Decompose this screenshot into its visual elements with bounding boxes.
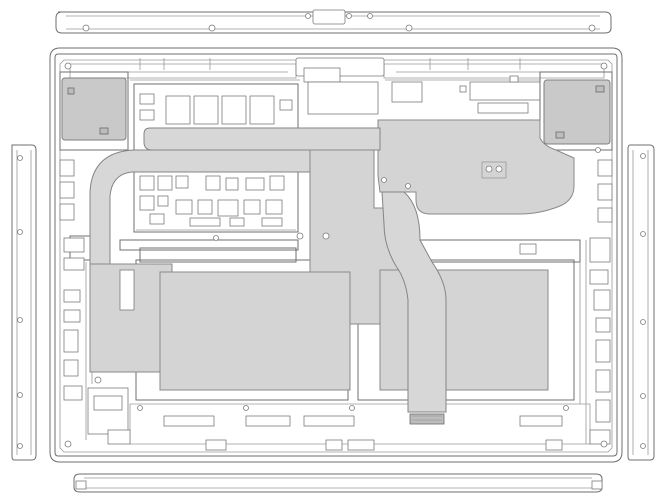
left-side-rail bbox=[11, 144, 37, 461]
flex-ribbon-cable bbox=[381, 191, 447, 413]
left-speaker-module bbox=[59, 71, 129, 221]
top-frame-rail bbox=[55, 9, 612, 34]
left-edge-components bbox=[63, 237, 131, 445]
right-edge-components bbox=[519, 237, 611, 445]
thermal-screw-b bbox=[495, 165, 503, 173]
battery-cell-right bbox=[379, 269, 549, 391]
thermal-plate-main bbox=[377, 119, 575, 215]
thermal-screw-a bbox=[485, 165, 493, 173]
battery-cell-left bbox=[159, 271, 351, 391]
heat-pipe-upper bbox=[143, 127, 381, 151]
right-speaker-module bbox=[539, 71, 613, 223]
bottom-frame-rail bbox=[73, 473, 603, 493]
chassis-screws bbox=[64, 62, 608, 448]
ribbon-connector bbox=[409, 413, 445, 425]
thermal-pad-connector bbox=[119, 269, 135, 311]
right-side-rail bbox=[627, 144, 655, 461]
